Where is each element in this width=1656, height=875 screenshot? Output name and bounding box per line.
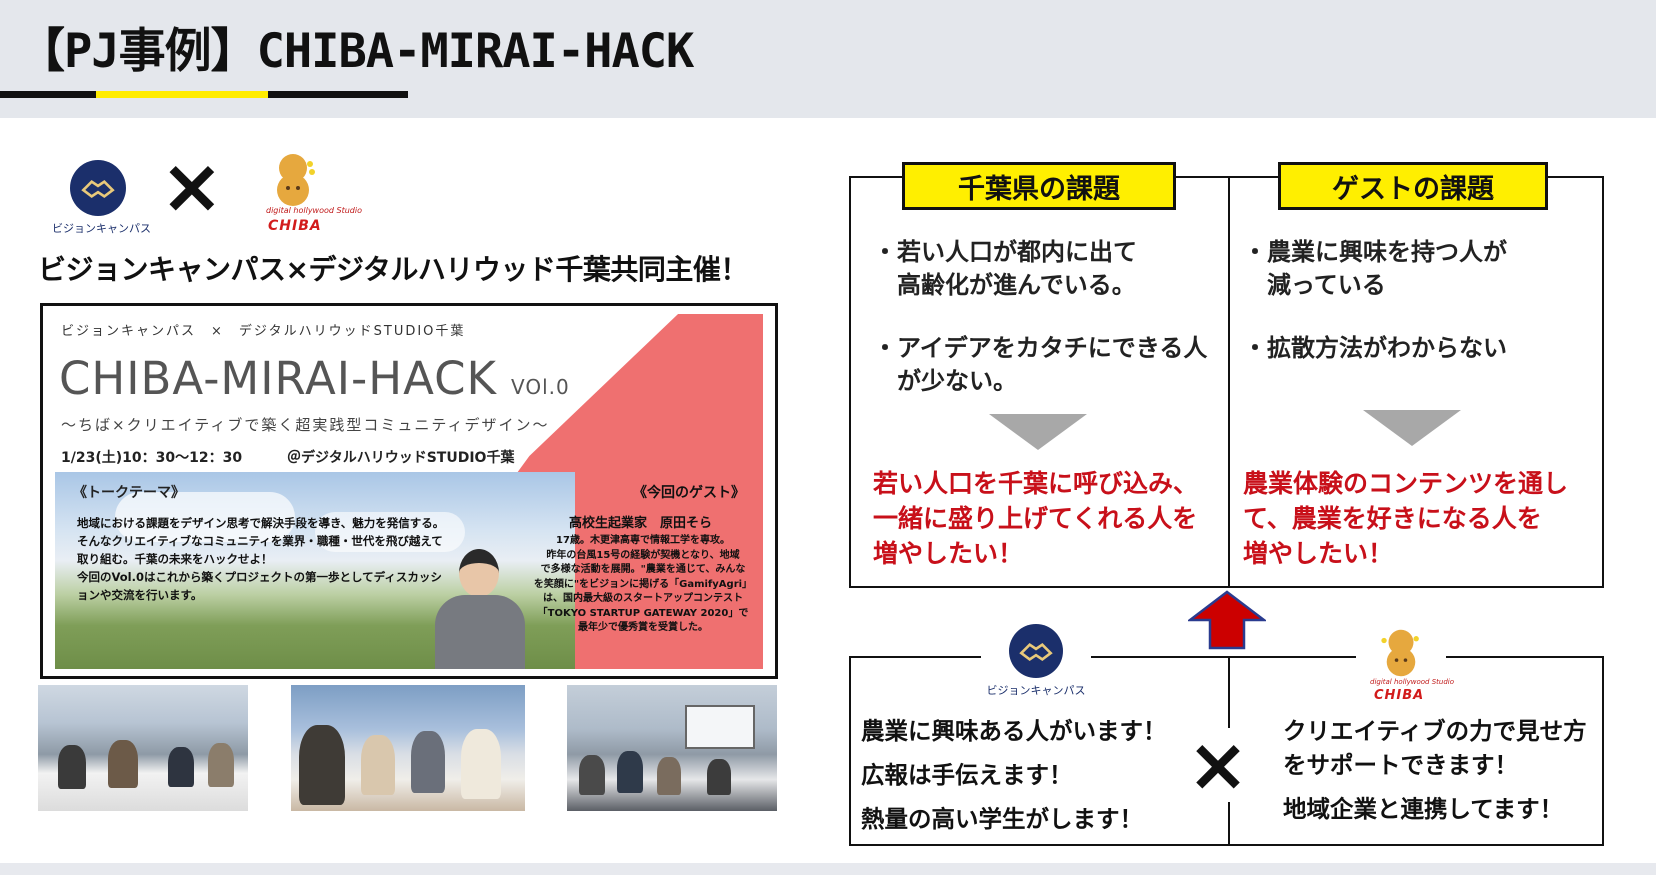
flyer-hosts: ビジョンキャンパス × デジタルハリウッドSTUDIO千葉 [61,324,466,339]
issues-table: 千葉県の課題 ゲストの課題 ・若い人口が都内に出て 高齢化が進んでいる。 ・アイ… [849,162,1604,588]
down-arrow-icon [1363,410,1461,446]
up-arrow-icon [1188,590,1266,650]
vision-campus-logo: ビジョンキャンパス [981,624,1091,698]
event-flyer: ビジョンキャンパス × デジタルハリウッドSTUDIO千葉 CHIBA-MIRA… [40,303,778,679]
cross-mark: × [1187,722,1250,808]
digital-hollywood-chiba-logo: digital hollywood Studio CHIBA [1356,628,1454,708]
title-underline [268,91,408,98]
talk-theme-text: 地域における課題をデザイン思考で解決手段を導き、魅力を発信する。 そんなクリエイ… [77,516,445,602]
page-title: 【PJ事例】CHIBA-MIRAI-HACK [18,24,694,79]
flyer-venue: ＠デジタルハリウッドSTUDIO千葉 [287,450,515,466]
vision-campus-logo: ビジョンキャンパス [52,160,151,236]
handshake-icon [70,160,126,216]
chiba-issue-1: ・若い人口が都内に出て 高齢化が進んでいる。 [873,238,1137,299]
guest-bio: 17歳。木更津高専で情報工学を専攻。 昨年の台風15号の経験が契機となり、地域 … [533,535,753,633]
chiba-issue-2: ・アイデアをカタチにできる人 が少ない。 [873,334,1208,395]
flyer-date: 1/23(土)10：30～12：30 [61,450,243,466]
event-photo [38,685,248,811]
title-underline [0,91,96,98]
guest-photo [435,549,525,669]
digital-hollywood-chiba-logo: digital hollywood Studio CHIBA [248,152,362,236]
dh-offer: クリエイティブの力で見せ方 をサポートできます！ 地域企業と連携してます！ [1283,717,1587,823]
guest-issue-label: ゲストの課題 [1278,162,1548,210]
down-arrow-icon [989,414,1087,450]
cohost-heading: ビジョンキャンパス×デジタルハリウッド千葉共同主催！ [38,253,748,286]
guest-heading: 《今回のゲスト》 [633,485,745,501]
cross-mark: × [160,141,224,230]
guest-issue-1: ・農業に興味を持つ人が 減っている [1243,238,1507,299]
handshake-icon [1009,624,1063,678]
header [0,0,1656,118]
flyer-subtitle: ～ちば×クリエイティブで築く超実践型コミュニティデザイン～ [61,416,550,434]
solutions-table: ビジョンキャンパス digital hollywood Studio CHIBA… [849,624,1604,846]
chiba-issue-label: 千葉県の課題 [902,162,1176,210]
chiba-goal: 若い人口を千葉に呼び込み、一緒に盛り上げてくれる人を増やしたい！ [873,469,1199,568]
peanut-icon [277,154,315,206]
guest-name: 高校生起業家 原田そら [569,516,713,531]
guest-goal: 農業体験のコンテンツを通して、農業を好きになる人を増やしたい！ [1243,469,1569,568]
talk-theme-heading: 《トークテーマ》 [73,485,185,501]
peanut-icon [1381,629,1419,677]
event-photo [567,685,777,811]
vc-offer: 農業に興味ある人がいます！ 広報は手伝えます！ 熱量の高い学生がします！ [861,717,1167,833]
title-underline-accent [96,91,268,98]
event-photo [291,685,525,811]
guest-issue-2: ・拡散方法がわからない [1243,334,1507,362]
